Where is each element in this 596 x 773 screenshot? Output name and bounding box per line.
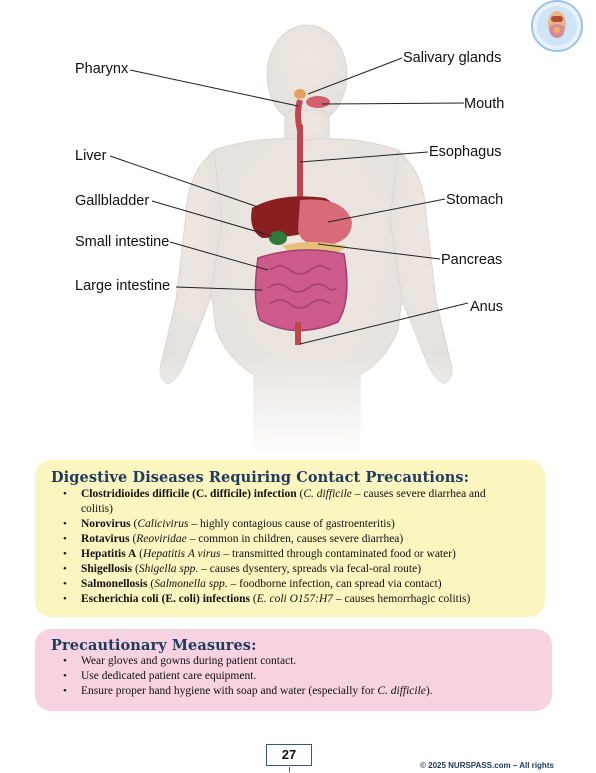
label-salivary-glands: Salivary glands — [403, 50, 502, 66]
label-small-intestine: Small intestine — [75, 234, 170, 250]
label-esophagus: Esophagus — [429, 144, 502, 160]
mouth — [306, 96, 330, 108]
list-item: Clostridioides difficile (C. difficile) … — [35, 487, 486, 517]
label-large-intestine: Large intestine — [75, 278, 171, 294]
label-liver: Liver — [75, 148, 107, 164]
precaution-list: Wear gloves and gowns during patient con… — [35, 654, 433, 699]
label-pancreas: Pancreas — [441, 252, 503, 268]
contact-precautions-box: Digestive Diseases Requiring Contact Pre… — [35, 460, 545, 617]
precautionary-measures-heading: Precautionary Measures: — [51, 637, 257, 654]
list-item: Escherichia coli (E. coli) infections (E… — [35, 592, 486, 607]
list-item: Wear gloves and gowns during patient con… — [35, 654, 433, 669]
salivary-glands — [294, 89, 306, 99]
label-pharynx: Pharynx — [75, 61, 129, 77]
label-stomach: Stomach — [446, 192, 504, 208]
right-arm — [389, 151, 453, 385]
copyright-notice: © 2025 NURSPASS.com – All rights — [420, 761, 554, 770]
list-item: Norovirus (Calicivirus – highly contagio… — [35, 517, 486, 532]
list-item: Hepatitis A (Hepatitis A virus – transmi… — [35, 547, 486, 562]
list-item: Salmonellosis (Salmonella spp. – foodbor… — [35, 577, 486, 592]
contact-disease-list: Clostridioides difficile (C. difficile) … — [35, 487, 486, 607]
list-item: Shigellosis (Shigella spp. – causes dyse… — [35, 562, 486, 577]
gallbladder — [269, 231, 287, 245]
list-item: Rotavirus (Reoviridae – common in childr… — [35, 532, 486, 547]
page-number-tick — [289, 767, 290, 772]
precautionary-measures-box: Precautionary Measures: Wear gloves and … — [35, 629, 552, 711]
list-item: Use dedicated patient care equipment. — [35, 669, 433, 684]
list-item: Ensure proper hand hygiene with soap and… — [35, 684, 433, 699]
stomach — [298, 199, 352, 246]
large-intestine — [254, 249, 348, 332]
label-mouth: Mouth — [464, 96, 505, 112]
page-number: 27 — [266, 744, 312, 766]
label-anus: Anus — [470, 299, 504, 315]
contact-precautions-heading: Digestive Diseases Requiring Contact Pre… — [51, 469, 470, 486]
nurspass-logo — [531, 0, 583, 52]
left-arm — [159, 151, 223, 385]
digestive-system-illustration — [109, 24, 470, 455]
label-gallbladder: Gallbladder — [75, 193, 150, 209]
